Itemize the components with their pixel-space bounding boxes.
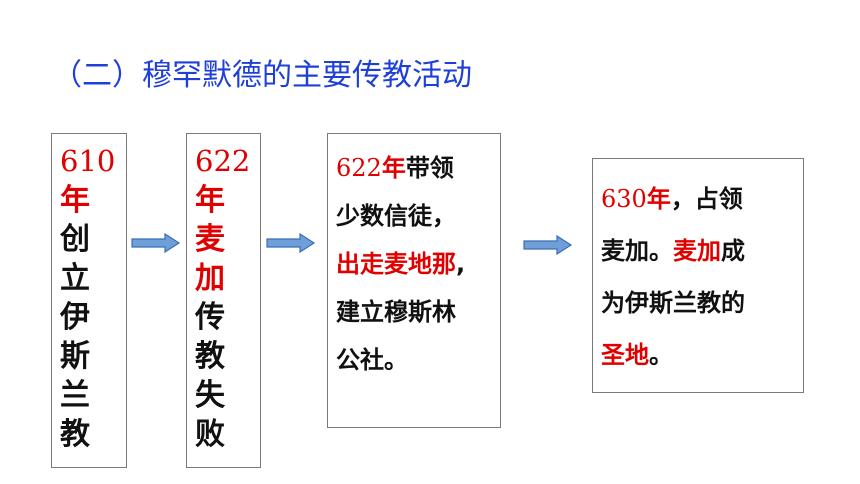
arrow-right-icon	[266, 232, 316, 254]
step-4-year-suffix: 年	[646, 185, 671, 213]
step-2-red-char: 麦	[195, 222, 225, 257]
step-4-line-1-rest: ，占领	[670, 185, 743, 213]
step-4-line-4-rest: 。	[649, 341, 673, 369]
step-1-text: 610 年 创 立 伊 斯 兰 教	[60, 142, 115, 454]
step-2-char: 失	[195, 378, 225, 413]
step-1-char: 伊	[60, 300, 90, 335]
arrow-right-icon	[523, 234, 573, 256]
step-4-line-4: 圣地。	[601, 329, 745, 381]
step-4-line-1: 630年，占领	[601, 173, 745, 225]
step-1-char: 立	[60, 261, 90, 296]
step-1-char: 兰	[60, 378, 90, 413]
step-2-char: 败	[195, 417, 225, 452]
step-2-year: 622	[195, 144, 251, 178]
step-4-year: 630	[601, 185, 647, 213]
step-1-char: 斯	[60, 339, 90, 374]
arrow-right-icon	[131, 232, 181, 254]
step-1-char: 教	[60, 417, 90, 452]
step-3-red-phrase: 出走麦地那	[336, 250, 456, 278]
step-4-line-2: 麦加。麦加成	[601, 225, 745, 277]
step-3-line-5: 公社。	[336, 346, 408, 374]
step-3-line-2: 少数信徒，	[336, 202, 456, 230]
step-4-red-phrase: 圣地	[601, 341, 649, 369]
step-3-year-suffix: 年	[381, 154, 406, 182]
step-box-3: 622年带领 少数信徒， 出走麦地那, 建立穆斯林 公社。	[327, 133, 501, 428]
step-box-1: 610 年 创 立 伊 斯 兰 教	[51, 133, 127, 468]
step-4-text: 630年，占领 麦加。麦加成 为伊斯兰教的 圣地。	[601, 173, 745, 381]
step-3-year: 622	[336, 154, 382, 182]
step-4-red-word: 麦加	[673, 237, 721, 265]
step-2-char: 传	[195, 300, 225, 335]
step-3-line-1-rest: 带领	[405, 154, 454, 182]
step-2-red-char: 加	[195, 261, 225, 296]
step-2-text: 622 年 麦 加 传 教 失 败	[195, 142, 250, 454]
step-1-year-suffix: 年	[60, 183, 90, 218]
step-3-line-3-rest: ,	[456, 250, 466, 278]
step-4-line-2-b: 成	[721, 237, 745, 265]
step-box-2: 622 年 麦 加 传 教 失 败	[186, 133, 261, 468]
step-1-year: 610	[60, 144, 116, 178]
step-box-4: 630年，占领 麦加。麦加成 为伊斯兰教的 圣地。	[592, 158, 804, 393]
page-title: （二）穆罕默德的主要传教活动	[52, 58, 472, 93]
step-2-year-suffix: 年	[195, 183, 225, 218]
step-3-line-4: 建立穆斯林	[336, 298, 456, 326]
step-4-line-2-a: 麦加。	[601, 237, 673, 265]
step-3-text: 622年带领 少数信徒， 出走麦地那, 建立穆斯林 公社。	[336, 144, 465, 384]
step-2-char: 教	[195, 339, 225, 374]
step-4-line-3: 为伊斯兰教的	[601, 289, 745, 317]
step-3-line-3: 出走麦地那,	[336, 240, 465, 288]
step-1-char: 创	[60, 222, 90, 257]
step-3-line-1: 622年带领	[336, 144, 465, 192]
